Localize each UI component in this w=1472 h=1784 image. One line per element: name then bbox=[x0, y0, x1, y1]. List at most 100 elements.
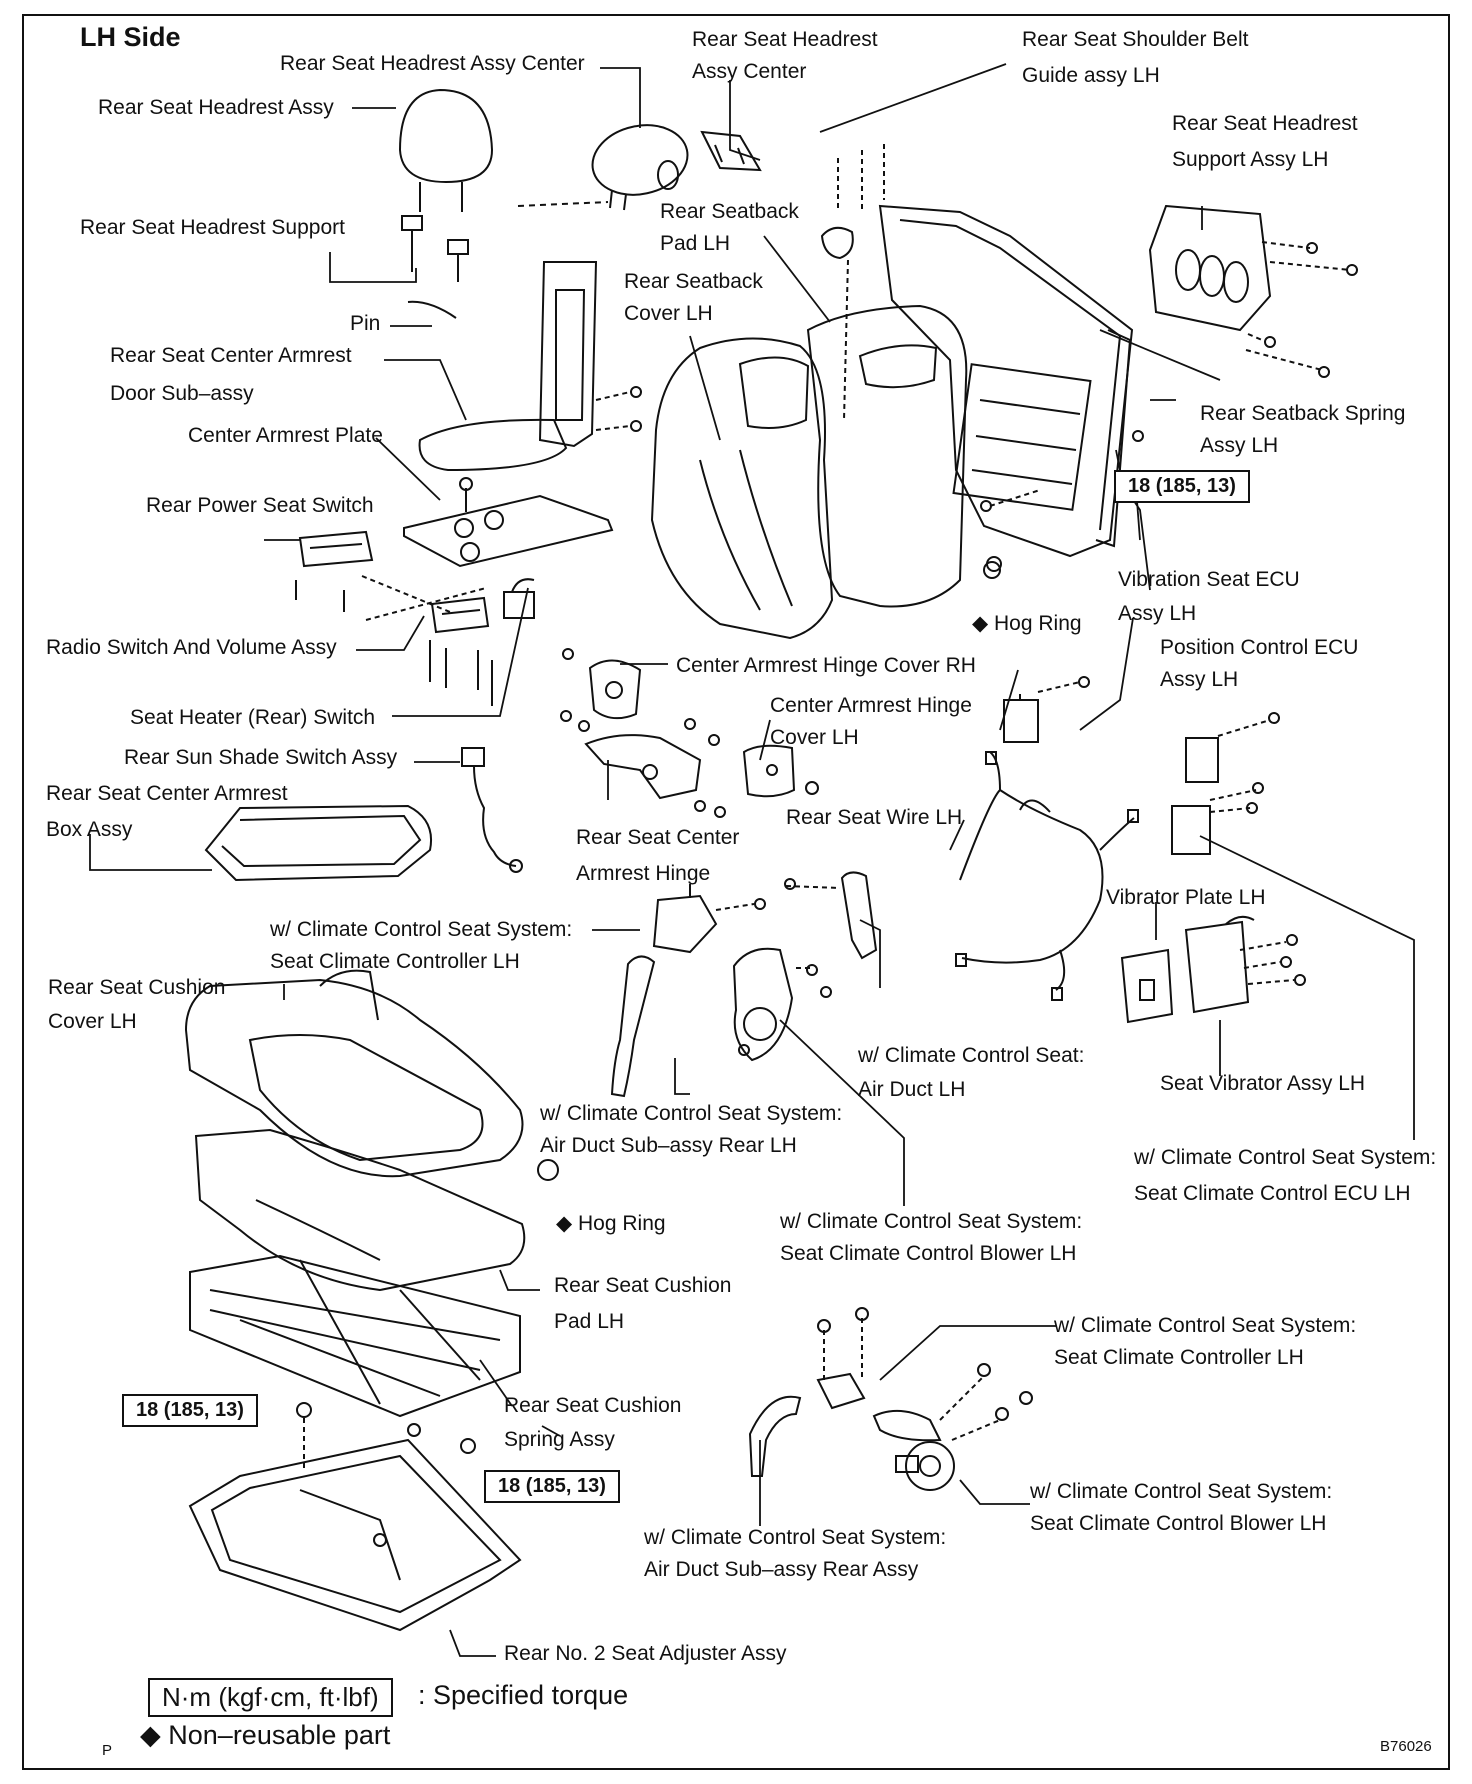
hog-ring-diamond-upper: ◆ Hog Ring bbox=[972, 608, 1082, 640]
label-controller-lower-2: Seat Climate Controller LH bbox=[1054, 1346, 1304, 1369]
headrest-assy-drawing bbox=[398, 88, 494, 212]
armrest-box-drawing bbox=[204, 804, 432, 882]
label-cushion-cover-1: Rear Seat Cushion bbox=[48, 976, 226, 999]
label-cushion-cover-2: Cover LH bbox=[48, 1010, 137, 1033]
label-hinge-cover-lh-2: Cover LH bbox=[770, 726, 859, 749]
label-seat-vibrator: Seat Vibrator Assy LH bbox=[1160, 1072, 1366, 1095]
label-seatback-cover-2: Cover LH bbox=[624, 302, 713, 325]
label-cushion-spring-2: Spring Assy bbox=[504, 1428, 615, 1451]
headrest-center-trim-drawing bbox=[700, 130, 762, 172]
label-seatback-cover-1: Rear Seatback bbox=[624, 270, 763, 293]
leader-lines bbox=[89, 63, 1415, 1657]
seat-wire-drawing bbox=[955, 751, 1139, 1001]
legend-nonreusable: ◆ Non–reusable part bbox=[140, 1720, 391, 1750]
label-climate-ecu-1: w/ Climate Control Seat System: bbox=[1134, 1146, 1437, 1169]
climate-ecu-drawing bbox=[1171, 782, 1264, 855]
label-shoulder-belt-1: Rear Seat Shoulder Belt bbox=[1022, 28, 1249, 51]
torque-spec-seatback: 18 (185, 13) bbox=[1114, 470, 1250, 503]
label-air-duct-rear-assy-2: Air Duct Sub–assy Rear Assy bbox=[644, 1558, 919, 1581]
label-seat-adjuster: Rear No. 2 Seat Adjuster Assy bbox=[504, 1642, 787, 1665]
label-climate-controller-1: w/ Climate Control Seat System: bbox=[270, 918, 573, 941]
sun-shade-switch-drawing bbox=[461, 747, 523, 873]
label-seatback-spring-2: Assy LH bbox=[1200, 434, 1279, 457]
label-headrest-support-lh-2: Support Assy LH bbox=[1172, 148, 1329, 171]
label-blower-lower-2: Seat Climate Control Blower LH bbox=[1030, 1512, 1327, 1535]
label-vibrator-plate: Vibrator Plate LH bbox=[1106, 886, 1266, 909]
label-cushion-pad-1: Rear Seat Cushion bbox=[554, 1274, 732, 1297]
label-air-duct-rear-lh-1: w/ Climate Control Seat System: bbox=[540, 1102, 843, 1125]
legend-torque-description: : Specified torque bbox=[418, 1680, 629, 1710]
label-seat-heater-switch: Seat Heater (Rear) Switch bbox=[130, 706, 376, 729]
cushion-spring-drawing bbox=[189, 1254, 521, 1418]
diamond-icon: ◆ bbox=[972, 612, 989, 635]
seatback-pad-drawing bbox=[806, 304, 968, 608]
blower-upper-drawing bbox=[732, 947, 832, 1062]
label-sun-shade-switch: Rear Sun Shade Switch Assy bbox=[124, 746, 398, 769]
armrest-door-drawing bbox=[418, 261, 642, 472]
hinge-cover-rh-drawing bbox=[562, 648, 642, 720]
hog-ring-diamond-lower: ◆ Hog Ring bbox=[556, 1208, 666, 1240]
armrest-hinge-drawing bbox=[560, 710, 726, 818]
label-vibration-ecu-2: Assy LH bbox=[1118, 602, 1197, 625]
shoulder-belt-guide-drawing bbox=[820, 144, 885, 421]
headrest-center-drawing bbox=[517, 124, 689, 211]
torque-spec-cushion-left: 18 (185, 13) bbox=[122, 1394, 258, 1427]
label-air-duct-rear-assy-1: w/ Climate Control Seat System: bbox=[644, 1526, 947, 1549]
label-blower-1: w/ Climate Control Seat System: bbox=[780, 1210, 1083, 1233]
figure-code: B76026 bbox=[1380, 1738, 1432, 1755]
label-air-duct-lh-1: w/ Climate Control Seat: bbox=[858, 1044, 1085, 1067]
label-pin: Pin bbox=[350, 312, 381, 335]
page-marker: P bbox=[102, 1742, 113, 1759]
label-armrest-box-2: Box Assy bbox=[46, 818, 133, 841]
air-duct-rear-lh-drawing bbox=[610, 955, 656, 1098]
label-controller-lower-1: w/ Climate Control Seat System: bbox=[1054, 1314, 1357, 1337]
air-duct-rear-assy-drawing bbox=[748, 1395, 802, 1477]
label-vibration-ecu-1: Vibration Seat ECU bbox=[1118, 568, 1300, 591]
label-armrest-door-1: Rear Seat Center Armrest bbox=[110, 344, 352, 367]
climate-controller-lower-drawing bbox=[816, 1307, 869, 1410]
cushion-pad-drawing bbox=[194, 1128, 526, 1292]
label-seat-wire: Rear Seat Wire LH bbox=[786, 806, 963, 829]
label-headrest-support: Rear Seat Headrest Support bbox=[80, 216, 345, 239]
label-blower-2: Seat Climate Control Blower LH bbox=[780, 1242, 1077, 1265]
label-headrest-support-lh-1: Rear Seat Headrest bbox=[1172, 112, 1358, 135]
label-climate-controller-2: Seat Climate Controller LH bbox=[270, 950, 520, 973]
headrest-support-drawing bbox=[401, 215, 469, 319]
air-duct-lh-drawing bbox=[840, 871, 878, 960]
cushion-cover-drawing bbox=[184, 969, 524, 1178]
label-blower-lower-1: w/ Climate Control Seat System: bbox=[1030, 1480, 1333, 1503]
seat-adjuster-drawing bbox=[188, 1402, 522, 1632]
label-hog-ring-upper: Hog Ring bbox=[994, 612, 1082, 635]
label-cushion-pad-2: Pad LH bbox=[554, 1310, 625, 1333]
label-headrest-center-1: Rear Seat Headrest bbox=[692, 28, 878, 51]
label-power-seat-switch: Rear Power Seat Switch bbox=[146, 494, 374, 517]
label-headrest-center-2: Assy Center bbox=[692, 60, 807, 83]
label-seatback-spring-1: Rear Seatback Spring bbox=[1200, 402, 1406, 425]
label-armrest-plate: Center Armrest Plate bbox=[188, 424, 383, 447]
label-position-ecu-2: Assy LH bbox=[1160, 668, 1239, 691]
climate-controller-upper-drawing bbox=[652, 878, 841, 954]
label-shoulder-belt-2: Guide assy LH bbox=[1022, 64, 1160, 87]
headrest-support-lh-drawing bbox=[1148, 204, 1358, 378]
diagram-frame bbox=[22, 14, 1450, 1770]
blower-lower-drawing bbox=[872, 1363, 1033, 1491]
armrest-plate-drawing bbox=[403, 477, 614, 568]
page-title: LH Side bbox=[80, 22, 181, 52]
label-hog-ring-lower: Hog Ring bbox=[578, 1212, 666, 1235]
label-air-duct-rear-lh-2: Air Duct Sub–assy Rear LH bbox=[540, 1134, 797, 1157]
label-cushion-spring-1: Rear Seat Cushion bbox=[504, 1394, 682, 1417]
label-air-duct-lh-2: Air Duct LH bbox=[858, 1078, 966, 1101]
label-climate-ecu-2: Seat Climate Control ECU LH bbox=[1134, 1182, 1411, 1205]
label-radio-switch: Radio Switch And Volume Assy bbox=[46, 636, 337, 659]
label-seatback-pad-2: Pad LH bbox=[660, 232, 731, 255]
label-headrest-center-assy: Rear Seat Headrest Assy Center bbox=[280, 52, 585, 75]
position-ecu-drawing bbox=[1185, 712, 1280, 783]
label-position-ecu-1: Position Control ECU bbox=[1160, 636, 1359, 659]
hog-ring-marks bbox=[537, 561, 1001, 1181]
vibrator-plate-drawing bbox=[1120, 915, 1306, 1024]
switch-assemblies-drawing bbox=[295, 530, 535, 706]
label-armrest-hinge-2: Armrest Hinge bbox=[576, 862, 711, 885]
label-headrest-assy: Rear Seat Headrest Assy bbox=[98, 96, 334, 119]
label-armrest-hinge-1: Rear Seat Center bbox=[576, 826, 740, 849]
